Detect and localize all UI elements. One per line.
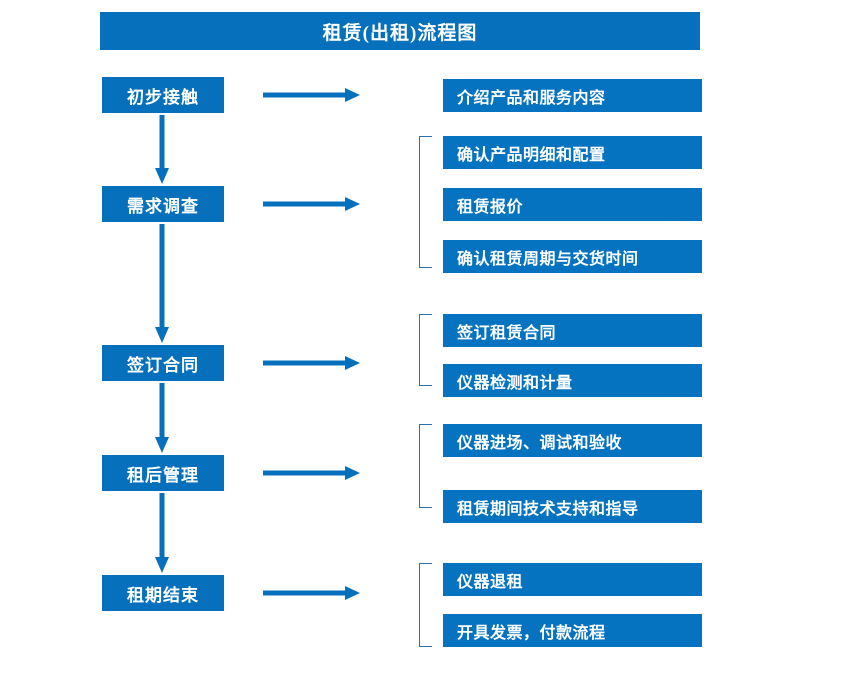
detail-box-1[interactable]: 介绍产品和服务内容 [443,79,702,112]
arrow-right-icon-3 [263,356,361,370]
detail-box-7[interactable]: 仪器进场、调试和验收 [443,424,702,457]
arrow-down-icon-4 [155,493,169,574]
arrow-down-icon-1 [155,115,169,185]
arrow-right-icon-4 [263,466,361,480]
arrow-right-icon-2 [263,197,361,211]
detail-box-8[interactable]: 租赁期间技术支持和指导 [443,490,702,523]
arrow-down-icon-2 [155,224,169,344]
flowchart-title: 租赁(出租)流程图 [100,12,700,50]
detail-box-10[interactable]: 开具发票，付款流程 [443,614,702,647]
group-bracket-icon-2 [419,314,432,386]
group-bracket-icon-4 [419,563,432,647]
detail-box-6[interactable]: 仪器检测和计量 [443,364,702,397]
detail-box-2[interactable]: 确认产品明细和配置 [443,136,702,169]
group-bracket-icon-1 [419,136,432,268]
detail-box-9[interactable]: 仪器退租 [443,563,702,596]
stage-box-2[interactable]: 需求调查 [102,186,224,222]
group-bracket-icon-3 [419,424,432,508]
stage-box-5[interactable]: 租期结束 [102,575,224,611]
stage-box-4[interactable]: 租后管理 [102,455,224,491]
arrow-right-icon-5 [263,586,361,600]
detail-box-5[interactable]: 签订租赁合同 [443,314,702,347]
stage-box-1[interactable]: 初步接触 [102,77,224,113]
arrow-down-icon-3 [155,383,169,454]
stage-box-3[interactable]: 签订合同 [102,345,224,381]
detail-box-4[interactable]: 确认租赁周期与交货时间 [443,240,702,273]
arrow-right-icon-1 [263,88,361,102]
detail-box-3[interactable]: 租赁报价 [443,188,702,221]
